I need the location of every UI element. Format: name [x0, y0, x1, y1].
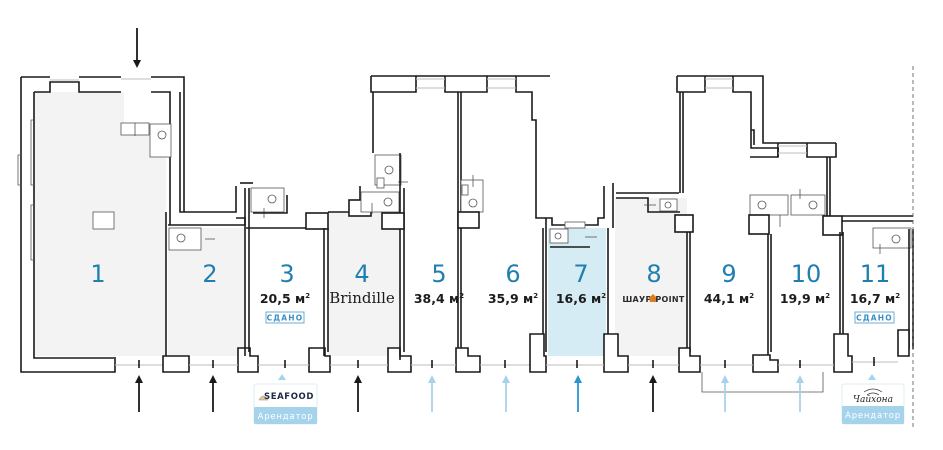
arrow-head-icon [135, 375, 143, 383]
unit-4-floor[interactable] [328, 212, 400, 356]
unit-1-number: 1 [90, 260, 105, 288]
unit-9-area: 44,1 м2 [704, 291, 754, 306]
unit-3-area: 20,5 м2 [260, 291, 310, 306]
unit-7-area: 16,6 м2 [556, 291, 606, 306]
svg-text:ШАУР: ШАУР [622, 295, 651, 304]
unit-8-number: 8 [646, 260, 661, 288]
entrance-arrow-unit-5 [428, 375, 436, 412]
entrance-arrow-unit-9 [721, 375, 729, 412]
unit-7-number: 7 [573, 260, 588, 288]
unit-10-number: 10 [791, 260, 822, 288]
unit-7-floor[interactable] [548, 228, 606, 356]
arrow-head-icon [721, 375, 729, 383]
svg-text:Арендатор: Арендатор [845, 411, 901, 421]
arrow-head-icon [649, 375, 657, 383]
unit-10-area: 19,9 м2 [780, 291, 830, 306]
svg-text:Чайхона: Чайхона [853, 395, 893, 405]
unit-4-number: 4 [354, 260, 369, 288]
entrance-arrow-unit-10 [796, 375, 804, 412]
unit-2-number: 2 [202, 260, 217, 288]
unit-9-number: 9 [721, 260, 736, 288]
unit-11-leased-badge: СДАНО [854, 311, 895, 324]
entrance-arrow-top-unit-1 [133, 28, 141, 68]
flame-icon [649, 294, 657, 302]
unit-3-number: 3 [279, 260, 294, 288]
svg-text:СДАНО: СДАНО [267, 314, 304, 323]
unit-5-area: 38,4 м2 [414, 291, 464, 306]
unit-3-leased-badge: СДАНО [265, 311, 305, 324]
arrow-head-icon [133, 60, 141, 68]
svg-text:POINT: POINT [655, 295, 685, 304]
unit-11-number: 11 [860, 260, 891, 288]
arrow-head-icon [428, 375, 436, 383]
shell-icon [258, 395, 269, 401]
entrance-arrow-unit-7 [574, 375, 582, 412]
entrance-arrow-unit-8 [649, 375, 657, 412]
tenant-card-seafood[interactable]: SEAFOOD Арендатор [253, 374, 318, 425]
unit-11-area: 16,7 м2 [850, 291, 900, 306]
tenant-card-chaikhona[interactable]: Чайхона Арендатор [841, 374, 905, 425]
arrow-head-icon [796, 375, 804, 383]
svg-text:СДАНО: СДАНО [856, 314, 893, 323]
unit-4-tenant: Brindille [329, 289, 395, 307]
svg-text:SEAFOOD: SEAFOOD [264, 392, 314, 402]
unit-3-floor[interactable] [250, 228, 324, 356]
arrow-head-icon [209, 375, 217, 383]
unit-8-tenant-logo: ШАУР POINT [622, 294, 685, 304]
unit-6-area: 35,9 м2 [488, 291, 538, 306]
wifi-swirl-icon [863, 388, 883, 396]
arrow-head-icon [354, 375, 362, 383]
entrance-arrow-unit-2 [209, 375, 217, 412]
arrow-head-icon [574, 375, 582, 383]
entrance-arrow-unit-4 [354, 375, 362, 412]
unit-5-number: 5 [431, 260, 446, 288]
svg-text:Арендатор: Арендатор [258, 412, 314, 422]
entrance-arrow-unit-6 [502, 375, 510, 412]
unit-6-number: 6 [505, 260, 520, 288]
arrow-head-icon [502, 375, 510, 383]
entrance-arrow-unit-1 [135, 375, 143, 412]
